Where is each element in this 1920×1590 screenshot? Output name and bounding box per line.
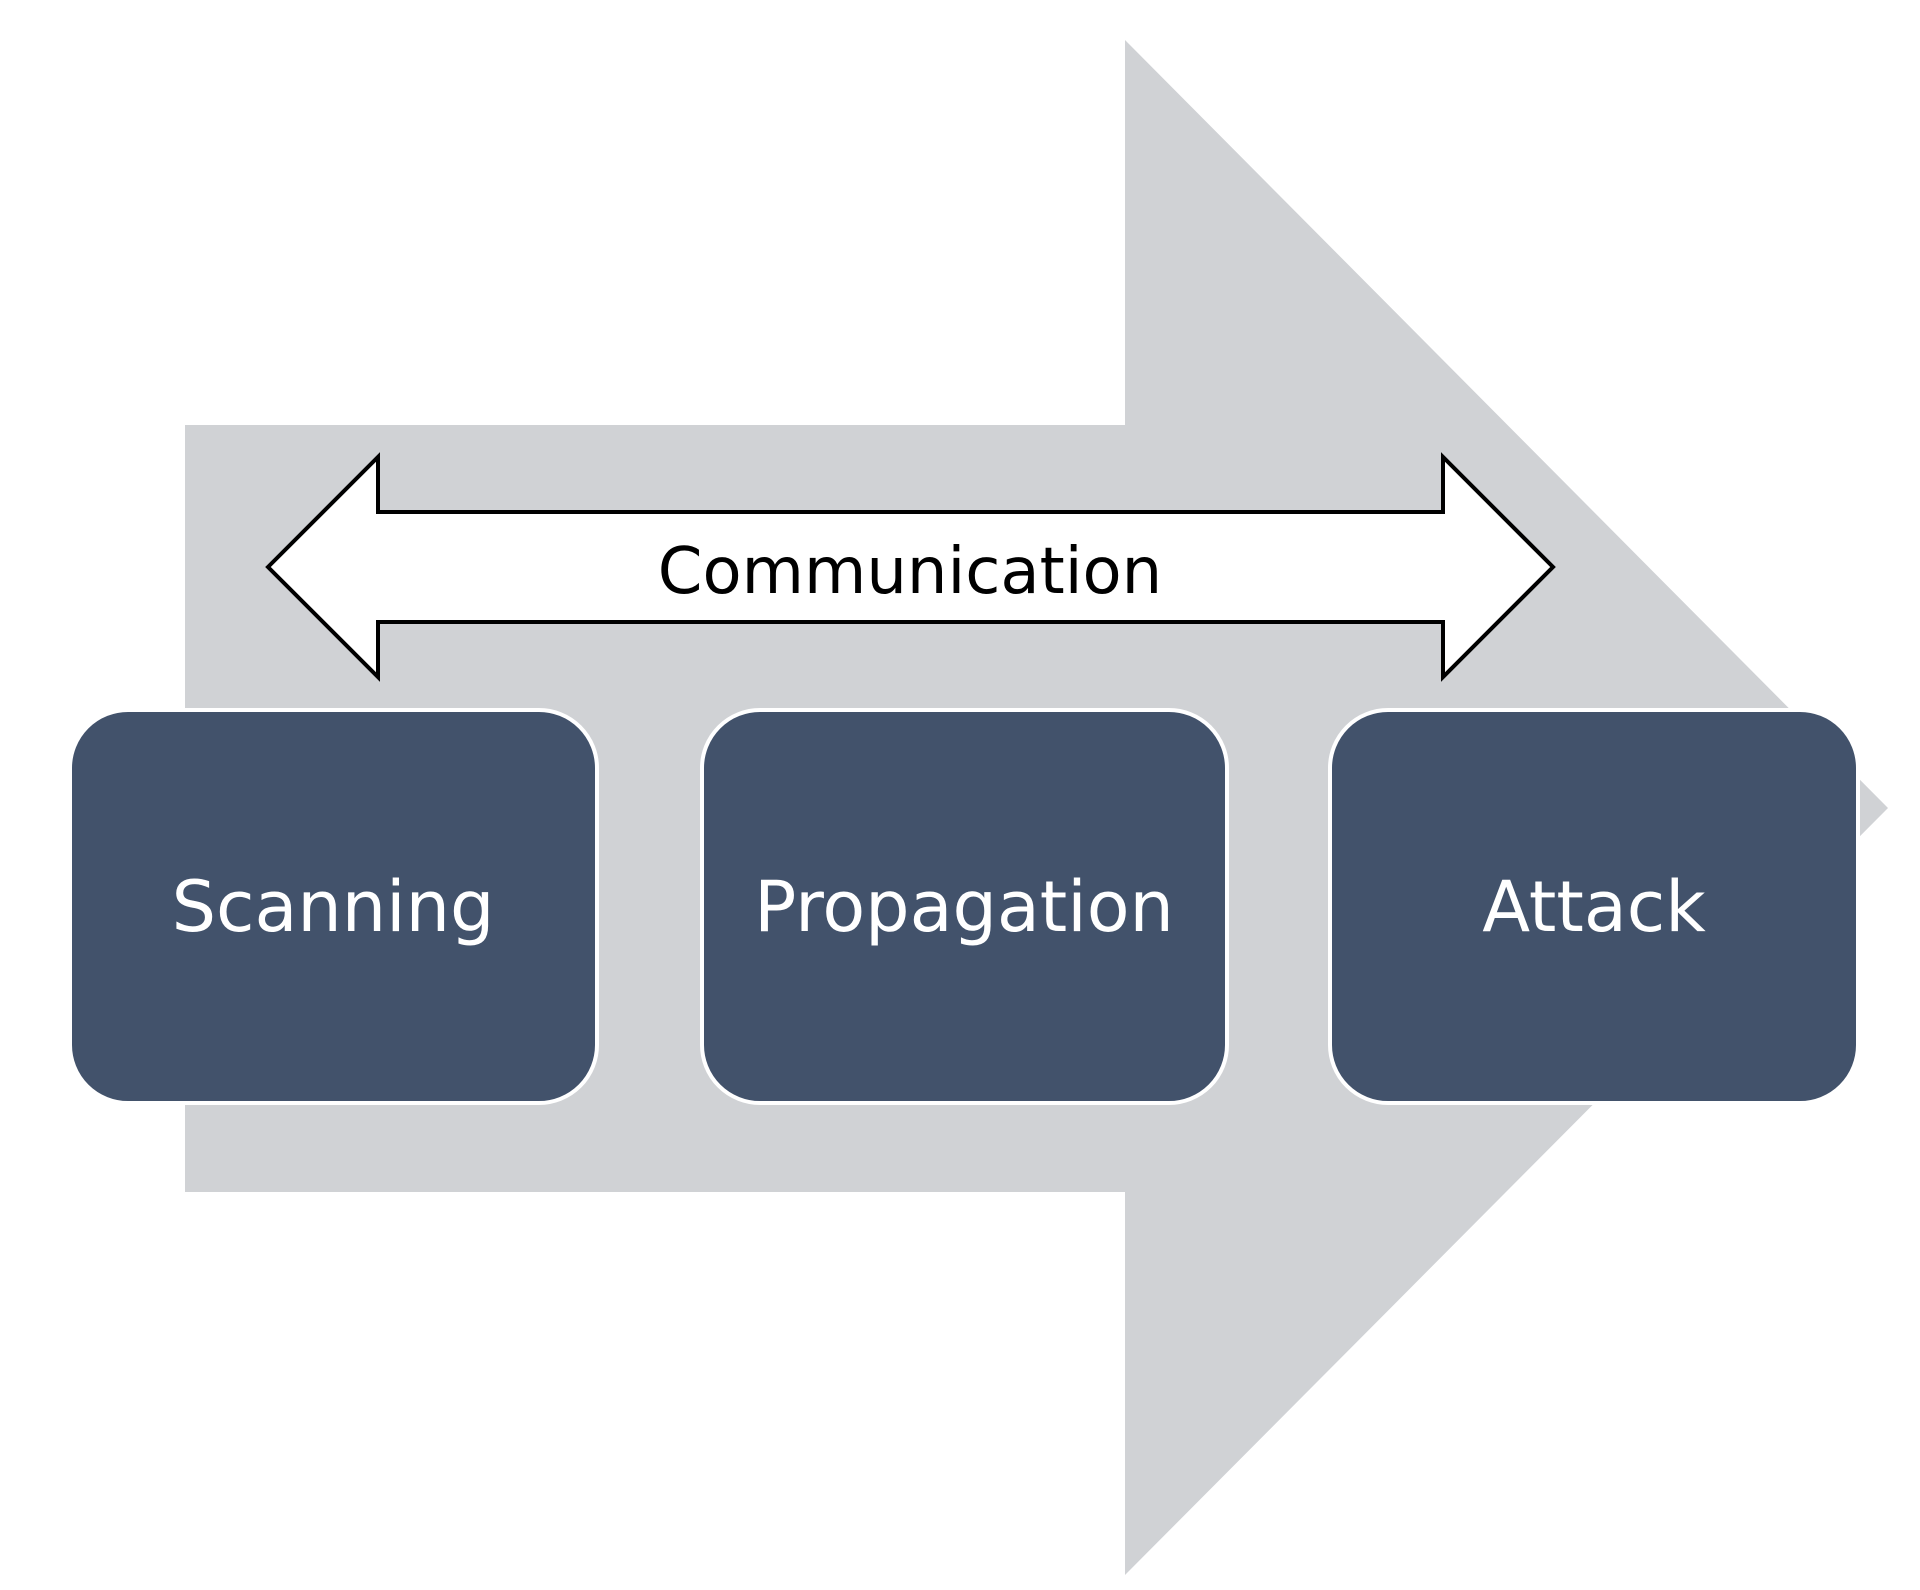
stage-attack: Attack [1328,708,1860,1105]
stage-scanning: Scanning [68,708,599,1105]
stage-box [1328,708,1860,1105]
communication-label: Communication [658,535,1162,609]
communication-arrow: Communication [265,452,1556,682]
stage-label-attack: Attack [1482,866,1706,948]
stage-label-scanning: Scanning [172,866,495,948]
stage-label-propagation: Propagation [754,866,1174,948]
stage-box [68,708,599,1105]
double-headed-arrow-shape [265,452,1556,682]
stage-propagation: Propagation [700,708,1229,1105]
stage-box [700,708,1229,1105]
